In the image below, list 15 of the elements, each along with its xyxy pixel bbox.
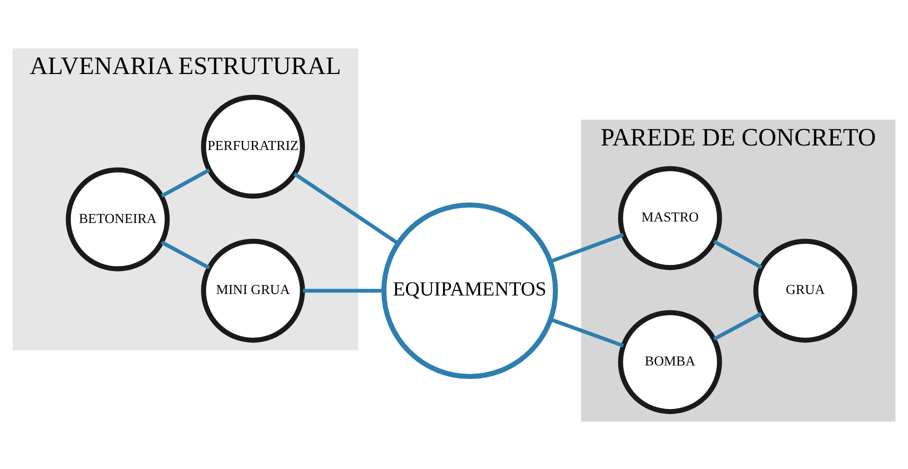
node-circle: MASTRO	[618, 166, 722, 270]
connector	[160, 168, 210, 198]
connector	[302, 288, 384, 292]
node-circle: EQUIPAMENTOS	[381, 202, 558, 379]
connector	[293, 172, 399, 244]
node-circle: MINI GRUA	[201, 238, 305, 342]
node-circle: BETONEIRA	[66, 166, 170, 271]
connector	[550, 317, 624, 347]
node-circle: PERFURATRIZ	[201, 94, 305, 198]
connector	[160, 240, 210, 269]
connector	[713, 312, 762, 340]
connector	[550, 232, 624, 263]
connector	[713, 239, 762, 269]
node-circle: BOMBA	[618, 310, 722, 414]
node-circle: GRUA	[753, 238, 858, 342]
